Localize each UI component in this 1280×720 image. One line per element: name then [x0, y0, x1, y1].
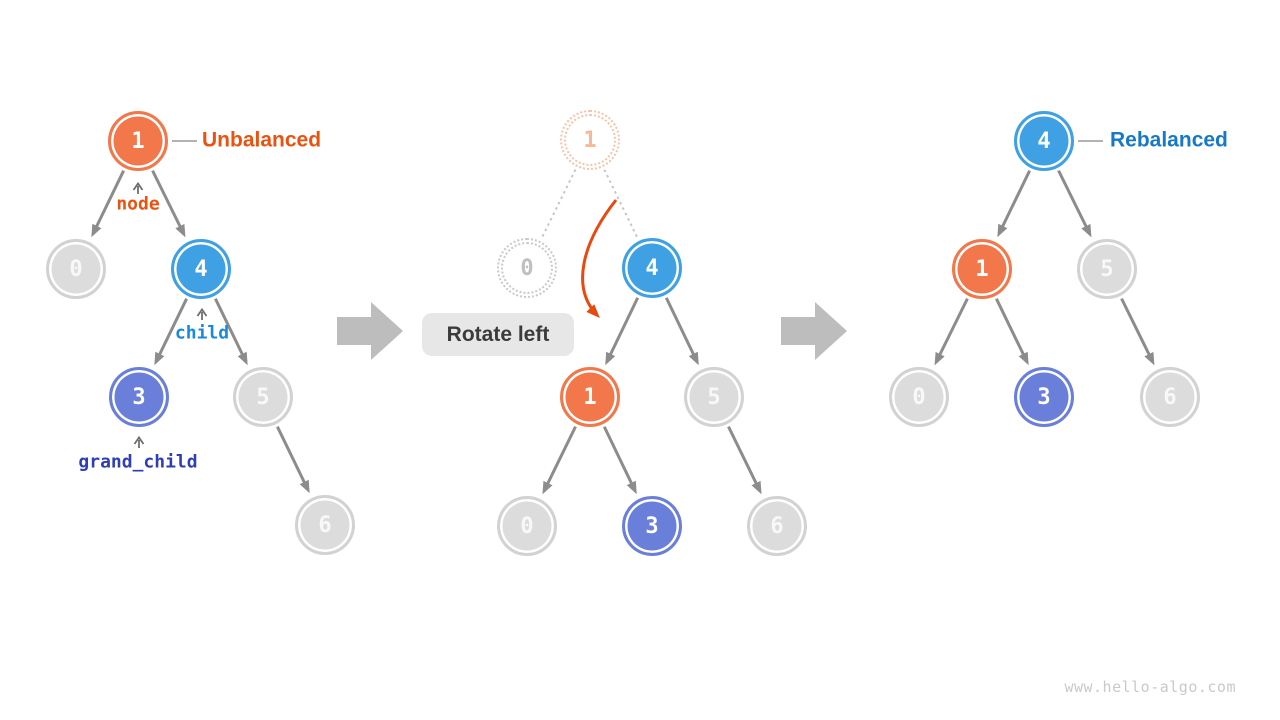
node-value: 0 [69, 256, 83, 282]
tree-node-5: 5 [684, 367, 744, 427]
tree-edge [214, 298, 248, 366]
step-arrow-icon [781, 302, 847, 360]
node-value: 3 [645, 513, 659, 539]
tree-node-5: 5 [1077, 239, 1137, 299]
tree-node-5: 5 [233, 367, 293, 427]
tree-edge [154, 298, 188, 366]
node-value: 6 [770, 513, 784, 539]
node-value: 0 [520, 513, 534, 539]
tree-edge [995, 298, 1029, 366]
node-value: 1 [583, 384, 597, 410]
rotation-curve-arrow-icon [581, 199, 618, 318]
tree-node-3: 3 [109, 367, 169, 427]
tree-node-6: 6 [295, 495, 355, 555]
unbalanced-label: Unbalanced [202, 128, 322, 152]
tree-node-0: 0 [497, 496, 557, 556]
tree-node-1: 1 [108, 111, 168, 171]
node-value: 5 [256, 384, 270, 410]
node-value: 0 [912, 384, 926, 410]
node-value: 5 [707, 384, 721, 410]
tree-node-6: 6 [747, 496, 807, 556]
tree-node-3: 3 [622, 496, 682, 556]
tree-edge [540, 169, 577, 239]
pointer-caret-icon [196, 307, 208, 320]
node-value: 6 [1163, 384, 1177, 410]
diagram-extras [132, 140, 1103, 448]
rotate-left-badge: Rotate left [422, 313, 574, 356]
tree-node-6: 6 [1140, 367, 1200, 427]
tree-edge [151, 169, 186, 238]
step-arrow-icon [337, 302, 403, 360]
grand-child-pointer-label: grand_child [78, 451, 198, 473]
tree-node-3: 3 [1014, 367, 1074, 427]
child-pointer-label: child [174, 322, 230, 344]
ghost-inner-ring [501, 242, 553, 294]
tree-edge [276, 426, 310, 494]
ghost-inner-ring [564, 114, 616, 166]
tree-edges [91, 169, 1155, 495]
node-value: 1 [131, 128, 145, 154]
tree-edge [934, 297, 969, 366]
pointer-caret-icon [132, 181, 144, 194]
tree-edge [603, 169, 639, 239]
tree-node-1: 1 [952, 239, 1012, 299]
tree-node-0: 0 [46, 239, 106, 299]
node-pointer-label: node [116, 193, 160, 215]
tree-node-0: 0 [497, 238, 557, 298]
node-value: 6 [318, 512, 332, 538]
tree-node-4: 4 [171, 239, 231, 299]
pointer-caret-icon [133, 435, 145, 448]
tree-edge [727, 425, 762, 495]
tree-edge [605, 297, 640, 366]
tree-edge [664, 297, 699, 366]
node-value: 3 [1037, 384, 1051, 410]
watermark-url: www.hello-algo.com [1064, 678, 1236, 696]
tree-edge [997, 170, 1031, 238]
rebalanced-label: Rebalanced [1110, 128, 1228, 152]
node-value: 4 [194, 256, 208, 282]
tree-edge [91, 170, 125, 238]
tree-edge [1120, 297, 1155, 366]
tree-node-1: 1 [560, 367, 620, 427]
node-value: 5 [1100, 256, 1114, 282]
node-value: 4 [645, 255, 659, 281]
tree-node-1: 1 [560, 110, 620, 170]
tree-node-0: 0 [889, 367, 949, 427]
tree-edge [602, 426, 637, 495]
tree-edge [1057, 169, 1092, 238]
tree-node-4: 4 [1014, 111, 1074, 171]
node-value: 3 [132, 384, 146, 410]
tree-edge [542, 425, 577, 495]
node-value: 1 [975, 256, 989, 282]
node-value: 4 [1037, 128, 1051, 154]
tree-node-4: 4 [622, 238, 682, 298]
